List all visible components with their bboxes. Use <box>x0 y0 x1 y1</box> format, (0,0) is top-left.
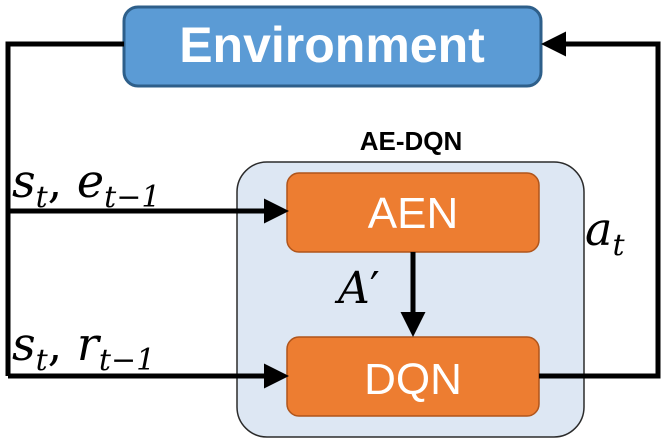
input-bottom-label: st, rt−1 <box>12 317 155 378</box>
inner-label: A′ <box>334 263 380 314</box>
ae-dqn-label: AE-DQN <box>360 126 463 156</box>
action-line <box>539 31 661 379</box>
action-label: at <box>585 202 625 263</box>
env-to-inputs-line <box>5 41 124 376</box>
environment-label: Environment <box>179 17 485 73</box>
dqn-label: DQN <box>364 355 462 404</box>
aen-label: AEN <box>368 189 458 238</box>
input-top-label: st, et−1 <box>12 154 160 215</box>
